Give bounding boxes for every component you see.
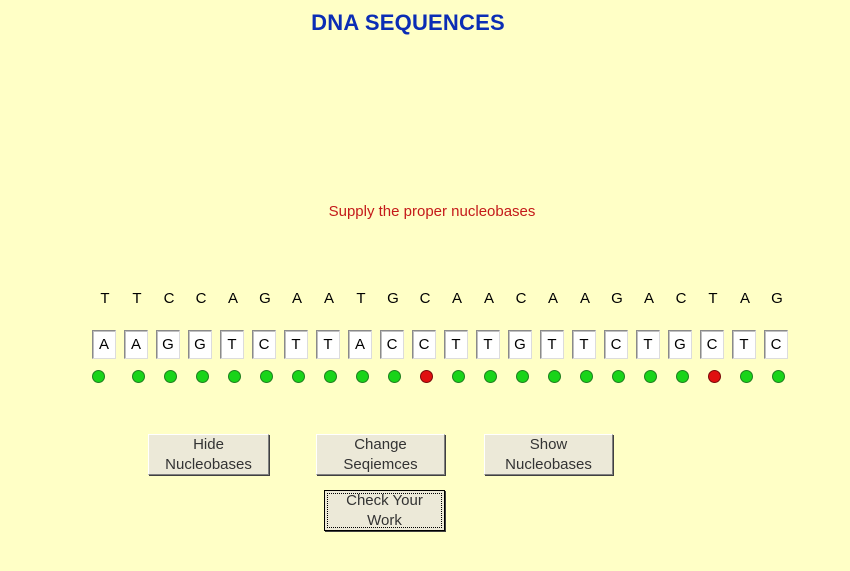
answer-base-input[interactable]	[380, 330, 404, 359]
incorrect-indicator-dot	[420, 370, 433, 383]
template-base: A	[643, 290, 654, 307]
correct-indicator-dot	[292, 370, 305, 383]
answer-base-input[interactable]	[156, 330, 180, 359]
hide-nucleobases-button[interactable]: Hide Nucleobases	[148, 434, 269, 475]
correct-indicator-dot	[740, 370, 753, 383]
template-base: G	[387, 290, 399, 307]
answer-base-input[interactable]	[252, 330, 276, 359]
template-base: C	[163, 290, 175, 307]
correct-indicator-dot	[612, 370, 625, 383]
incorrect-indicator-dot	[708, 370, 721, 383]
template-base: C	[195, 290, 207, 307]
template-base: G	[259, 290, 271, 307]
template-base: T	[132, 290, 142, 307]
correct-indicator-dot	[260, 370, 273, 383]
correct-indicator-dot	[772, 370, 785, 383]
correct-indicator-dot	[356, 370, 369, 383]
answer-base-input[interactable]	[316, 330, 340, 359]
answer-base-input[interactable]	[348, 330, 372, 359]
page-title: DNA SEQUENCES	[311, 10, 505, 35]
answer-base-input[interactable]	[604, 330, 628, 359]
template-base: T	[708, 290, 718, 307]
correct-indicator-dot	[196, 370, 209, 383]
answer-base-input[interactable]	[700, 330, 724, 359]
template-base: T	[100, 290, 110, 307]
answer-base-input[interactable]	[412, 330, 436, 359]
template-base: T	[356, 290, 366, 307]
answer-base-input[interactable]	[668, 330, 692, 359]
answer-base-input[interactable]	[764, 330, 788, 359]
answer-base-input[interactable]	[92, 330, 116, 359]
template-base: A	[291, 290, 302, 307]
template-base: A	[483, 290, 494, 307]
correct-indicator-dot	[676, 370, 689, 383]
correct-indicator-dot	[164, 370, 177, 383]
instruction-text: Supply the proper nucleobases	[328, 203, 536, 220]
answer-base-input[interactable]	[540, 330, 564, 359]
template-base: G	[611, 290, 623, 307]
answer-base-input[interactable]	[124, 330, 148, 359]
answer-base-input[interactable]	[732, 330, 756, 359]
correct-indicator-dot	[548, 370, 561, 383]
template-base: A	[579, 290, 590, 307]
template-base: A	[451, 290, 462, 307]
template-base: A	[547, 290, 558, 307]
correct-indicator-dot	[484, 370, 497, 383]
answer-base-input[interactable]	[284, 330, 308, 359]
template-base: C	[675, 290, 687, 307]
template-base: C	[419, 290, 431, 307]
correct-indicator-dot	[228, 370, 241, 383]
correct-indicator-dot	[324, 370, 337, 383]
answer-base-input[interactable]	[572, 330, 596, 359]
template-base: A	[323, 290, 334, 307]
template-base: C	[515, 290, 527, 307]
answer-base-input[interactable]	[220, 330, 244, 359]
template-base: G	[771, 290, 783, 307]
answer-base-input[interactable]	[636, 330, 660, 359]
correct-indicator-dot	[92, 370, 105, 383]
correct-indicator-dot	[452, 370, 465, 383]
answer-base-input[interactable]	[444, 330, 468, 359]
change-sequences-button[interactable]: Change Seqiemces	[316, 434, 445, 475]
correct-indicator-dot	[516, 370, 529, 383]
correct-indicator-dot	[580, 370, 593, 383]
answer-base-input[interactable]	[476, 330, 500, 359]
answer-base-input[interactable]	[508, 330, 532, 359]
check-your-work-button[interactable]: Check Your Work	[324, 490, 445, 531]
template-base: A	[227, 290, 238, 307]
answer-base-input[interactable]	[188, 330, 212, 359]
correct-indicator-dot	[644, 370, 657, 383]
show-nucleobases-button[interactable]: Show Nucleobases	[484, 434, 613, 475]
template-base: A	[739, 290, 750, 307]
correct-indicator-dot	[132, 370, 145, 383]
correct-indicator-dot	[388, 370, 401, 383]
